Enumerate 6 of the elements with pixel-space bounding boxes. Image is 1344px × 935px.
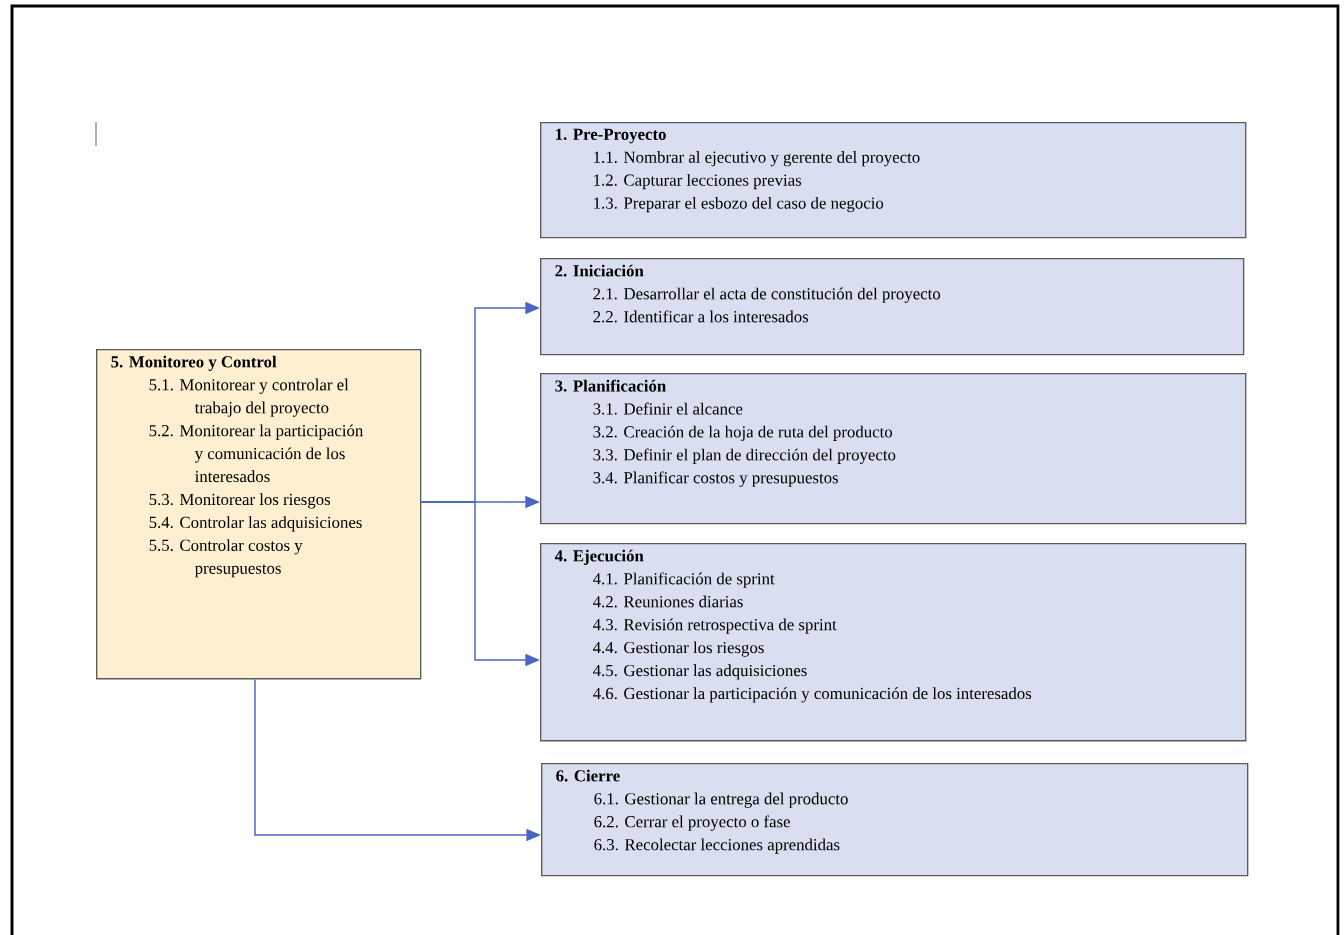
phase-box: 1. Pre-Proyecto 1.1. Nombrar al ejecutivo y gerente del proyecto 1.2. Capturar lecciones previas 1.3. Preparar el esbozo del caso de negocio: [540, 122, 1247, 239]
phase-box: 3. Planificación 3.1. Definir el alcance 3.2. Creación de la hoja de ruta del producto 3.3. Definir el plan de dirección del proyecto 3.4. Planificar costos y presupuestos: [540, 373, 1247, 525]
phase-box: 4. Ejecución 4.1. Planificación de sprint 4.2. Reuniones diarias 4.3. Revisión retrospectiva de sprint 4.4. Gestionar los riesgos 4.5. Gestionar las adquisiciones 4.6. Gestionar la participación y comunicación de los interesados: [540, 543, 1247, 742]
phase-box: 5. Monitoreo y Control 5.1. Monitorear y controlar el trabajo del proyecto 5.2. Monitorear la participación y comunicación de los interesados 5.3. Monitorear los riesgos 5.4. Controlar las adquisiciones 5.5. Controlar costos y presupuestos: [96, 349, 422, 680]
phase-box: 6. Cierre 6.1. Gestionar la entrega del producto 6.2. Cerrar el proyecto o fase 6.3. Recolectar lecciones aprendidas: [541, 763, 1249, 877]
phase-box: 2. Iniciación 2.1. Desarrollar el acta de constitución del proyecto 2.2. Identificar a los interesados: [540, 258, 1245, 356]
